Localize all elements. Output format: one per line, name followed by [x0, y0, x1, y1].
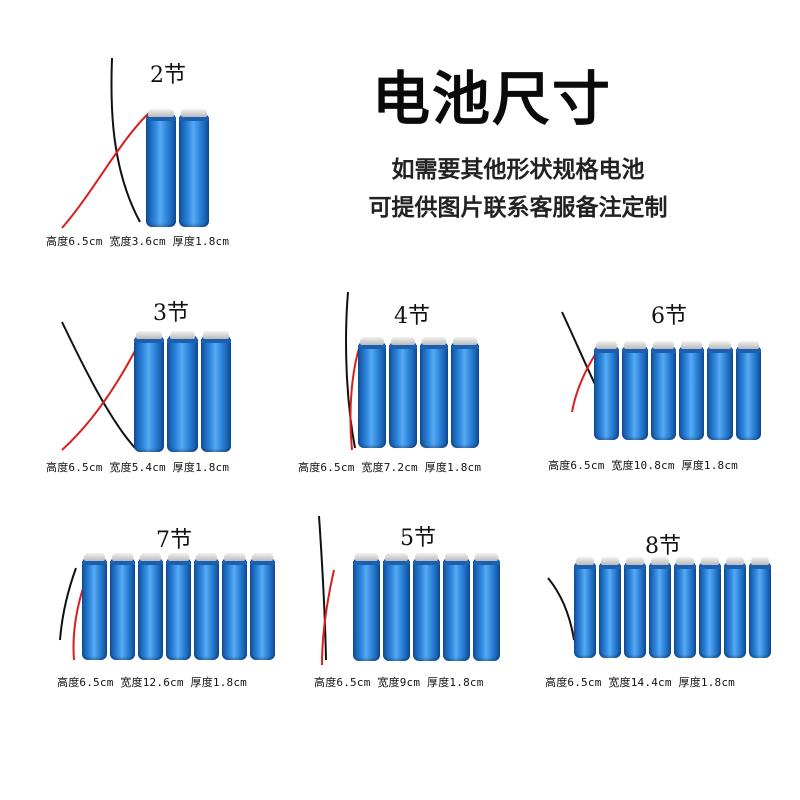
battery-cell — [353, 553, 380, 661]
battery-cell — [749, 557, 771, 658]
cell-count-label: 8节 — [645, 534, 681, 559]
dimensions-label: 高度6.5cm 宽度12.6cm 厚度1.8cm — [57, 676, 248, 689]
cell-count-label: 2节 — [150, 63, 186, 88]
battery-cell — [678, 341, 705, 440]
cells-row — [146, 109, 212, 227]
battery-cell — [358, 337, 386, 448]
battery-cell — [222, 553, 247, 660]
dimensions-label: 高度6.5cm 宽度9cm 厚度1.8cm — [314, 676, 484, 689]
dimensions-label: 高度6.5cm 宽度14.4cm 厚度1.8cm — [545, 676, 736, 689]
battery-cell — [110, 553, 135, 660]
battery-cell — [250, 553, 275, 660]
battery-cell — [649, 557, 671, 658]
battery-cell — [134, 331, 165, 452]
battery-cell — [166, 553, 191, 660]
subtitle-contact-service: 可提供图片联系客服备注定制 — [368, 195, 668, 221]
cells-row — [594, 341, 764, 440]
dimensions-label: 高度6.5cm 宽度5.4cm 厚度1.8cm — [46, 461, 230, 474]
battery-cell — [146, 109, 176, 227]
battery-cell — [383, 553, 410, 661]
battery-cell — [599, 557, 621, 658]
battery-cell — [724, 557, 746, 658]
subtitle-custom-shape: 如需要其他形状规格电池 — [391, 157, 645, 183]
battery-cell — [167, 331, 198, 452]
battery-cell — [735, 341, 762, 440]
battery-cell — [194, 553, 219, 660]
battery-cell — [420, 337, 448, 448]
cells-row — [82, 553, 278, 660]
battery-cell — [624, 557, 646, 658]
battery-cell — [574, 557, 596, 658]
battery-cell — [594, 341, 620, 440]
cells-row — [134, 331, 234, 452]
battery-cell — [82, 553, 107, 660]
dimensions-label: 高度6.5cm 宽度7.2cm 厚度1.8cm — [298, 461, 482, 474]
cell-count-label: 7节 — [156, 528, 192, 553]
cell-count-label: 6节 — [651, 304, 687, 329]
dimensions-label: 高度6.5cm 宽度10.8cm 厚度1.8cm — [548, 459, 739, 472]
cells-row — [353, 553, 503, 661]
cells-row — [358, 337, 482, 448]
battery-cell — [473, 553, 500, 661]
battery-cell — [413, 553, 440, 661]
battery-cell — [389, 337, 417, 448]
cell-count-label: 5节 — [400, 526, 436, 551]
dimensions-label: 高度6.5cm 宽度3.6cm 厚度1.8cm — [46, 235, 230, 248]
battery-cell — [699, 557, 721, 658]
battery-cell — [707, 341, 733, 440]
cell-count-label: 4节 — [394, 304, 430, 329]
battery-cell — [674, 557, 696, 658]
battery-cell — [443, 553, 470, 661]
battery-cell — [451, 337, 479, 448]
cell-count-label: 3节 — [153, 301, 189, 326]
battery-cell — [650, 341, 677, 440]
battery-cell — [179, 109, 209, 227]
page-title: 电池尺寸 — [372, 65, 613, 133]
cells-row — [574, 557, 774, 658]
battery-cell — [622, 341, 648, 440]
battery-cell — [200, 331, 232, 452]
battery-cell — [138, 553, 163, 660]
